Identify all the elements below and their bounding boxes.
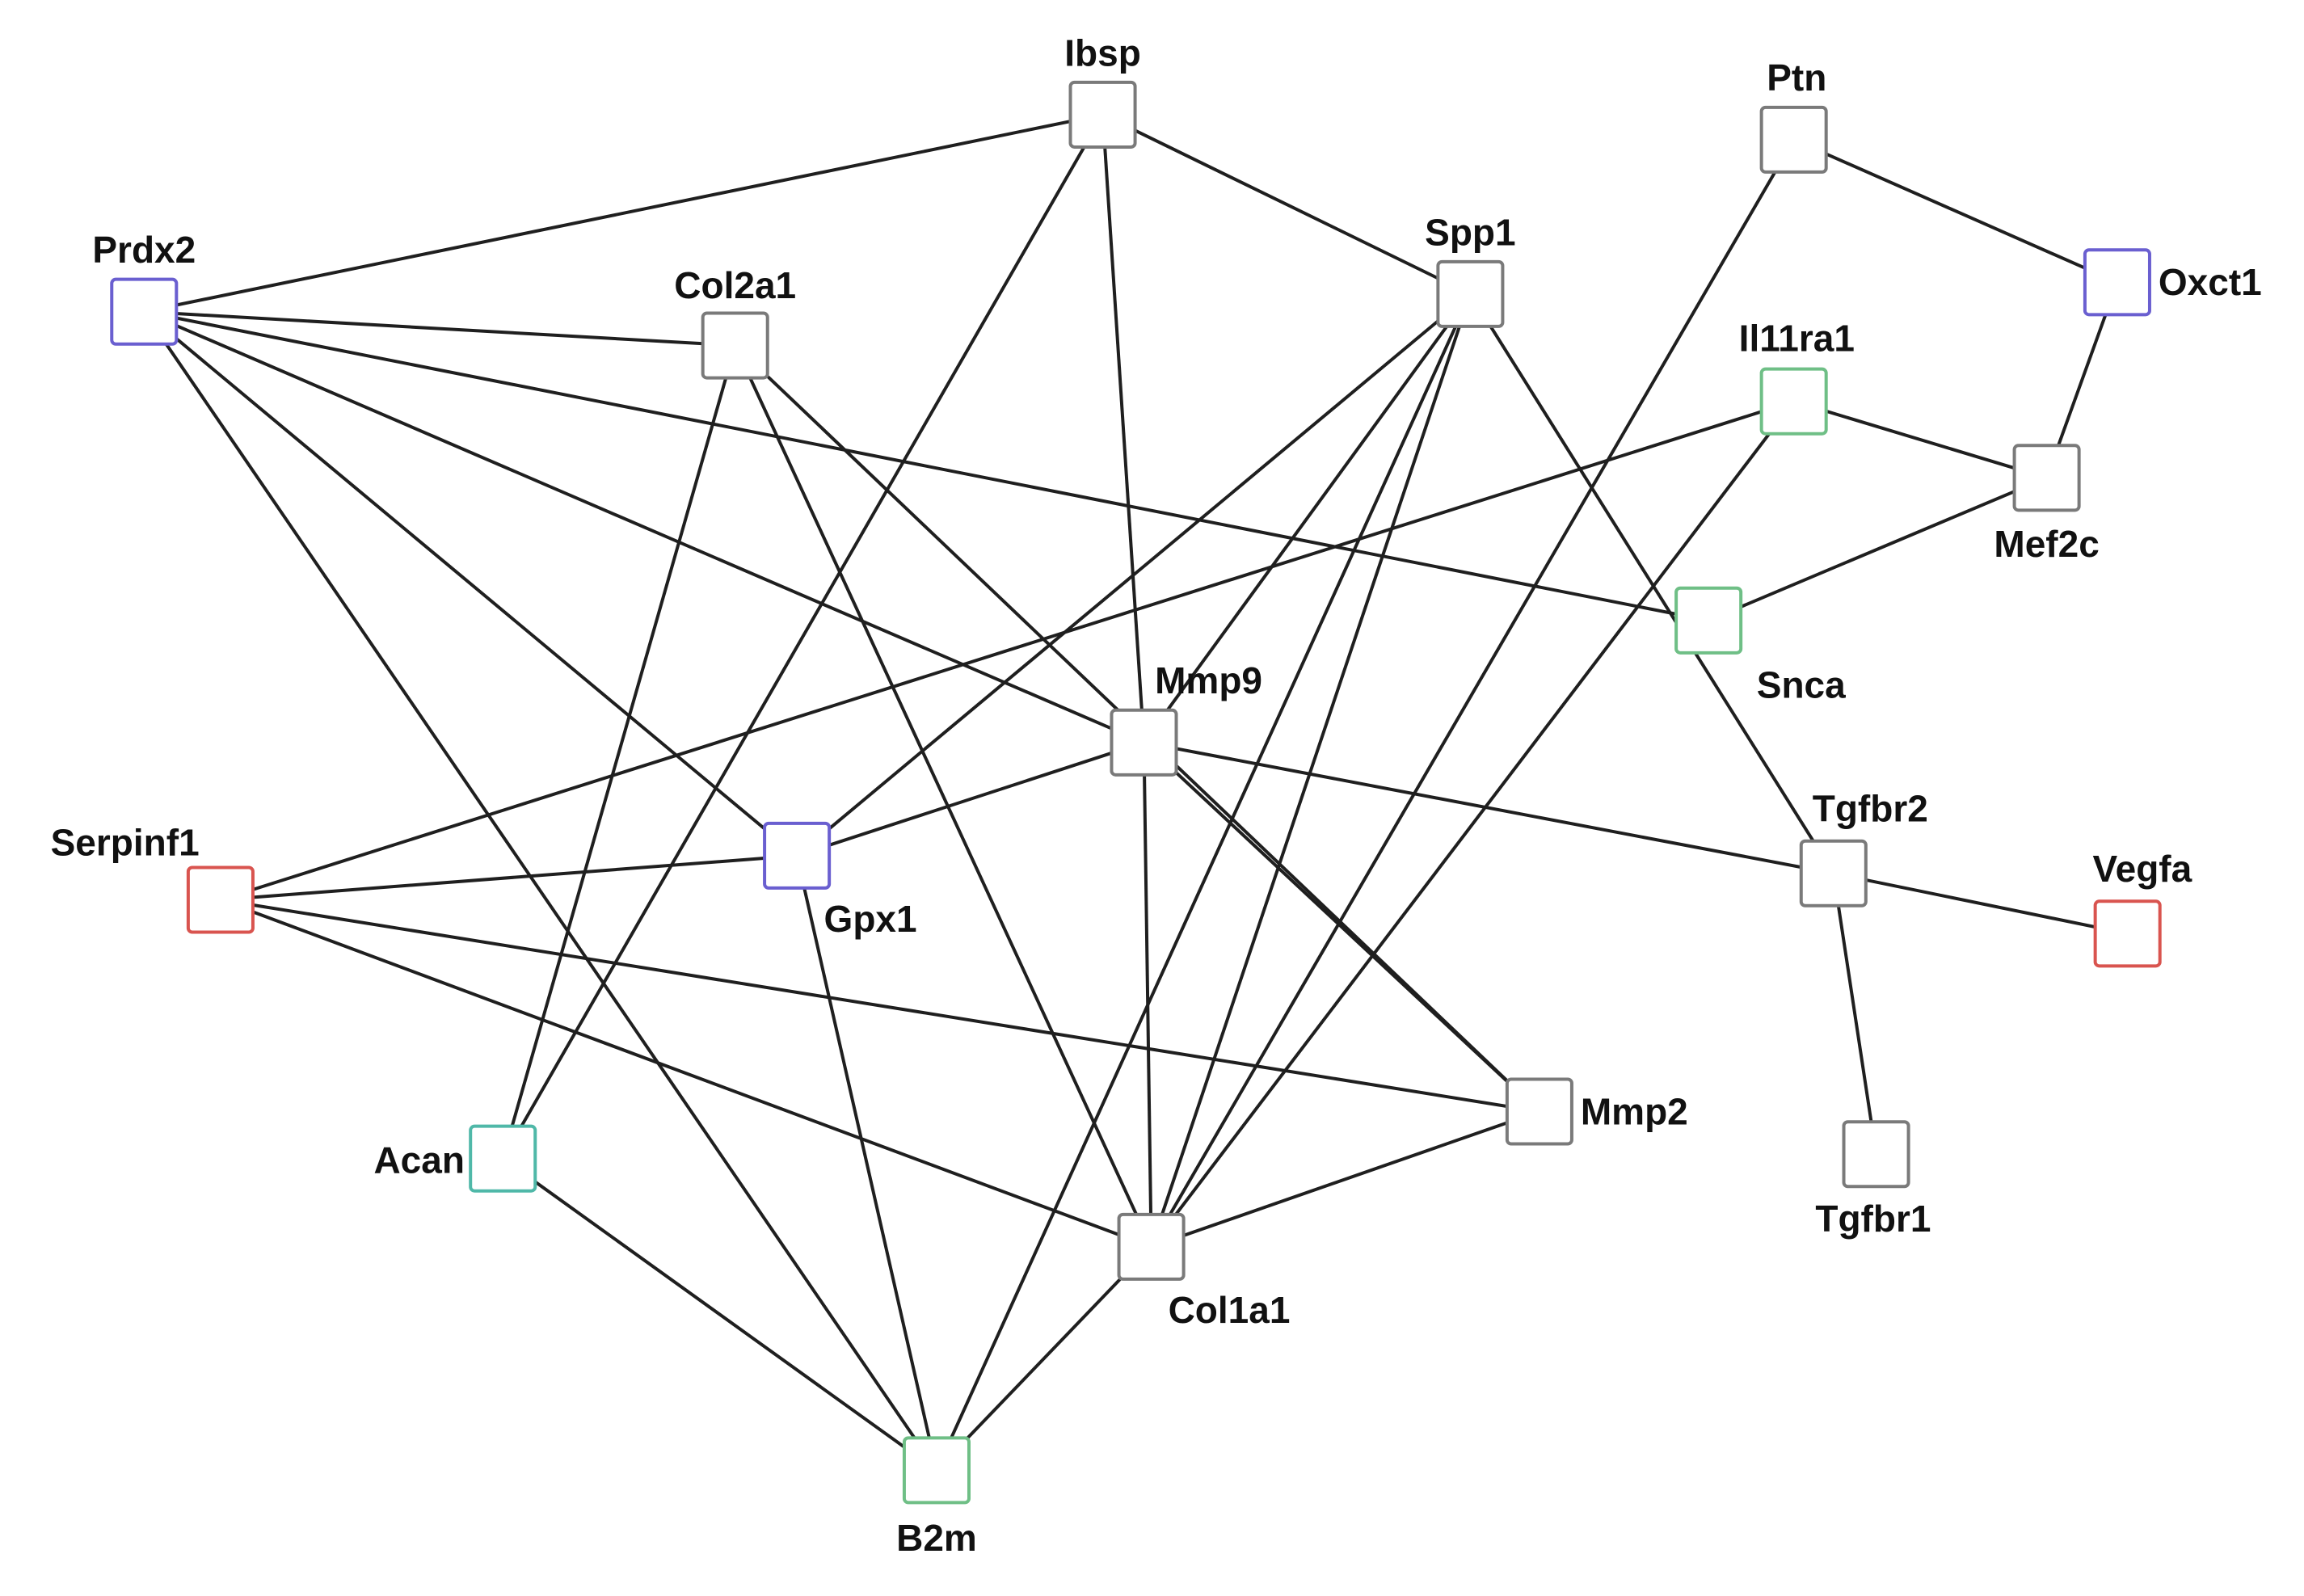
edge-ibsp-acan: [501, 113, 1105, 1160]
node-gpx1[interactable]: Gpx1: [763, 821, 917, 940]
node-box-oxct1[interactable]: [2083, 248, 2151, 317]
node-oxct1[interactable]: Oxct1: [2083, 248, 2262, 317]
node-box-col1a1[interactable]: [1117, 1212, 1186, 1281]
node-label-prdx2: Prdx2: [92, 229, 196, 271]
edge-acan-b2m: [502, 1157, 938, 1472]
edge-mmp9-tgfbr2: [1144, 740, 1834, 875]
node-box-mmp9[interactable]: [1110, 708, 1178, 777]
node-mmp9[interactable]: Mmp9: [1110, 659, 1262, 777]
edge-prdx2-gpx1: [143, 310, 798, 857]
node-box-ptn[interactable]: [1759, 105, 1828, 174]
edge-spp1-tgfbr2: [1468, 293, 1835, 874]
node-box-mmp2[interactable]: [1505, 1077, 1573, 1146]
node-mmp2[interactable]: Mmp2: [1505, 1077, 1688, 1146]
node-box-tgfbr1[interactable]: [1842, 1120, 1910, 1189]
node-spp1[interactable]: Spp1: [1425, 211, 1516, 328]
edge-ptn-oxct1: [1792, 138, 2118, 284]
edge-col2a1-col1a1: [733, 344, 1153, 1248]
edge-mef2c-snca: [1708, 476, 2048, 622]
node-tgfbr1[interactable]: Tgfbr1: [1815, 1120, 1931, 1240]
node-label-gpx1: Gpx1: [824, 898, 917, 940]
node-box-vegfa[interactable]: [2093, 899, 2162, 968]
node-tgfbr2[interactable]: Tgfbr2: [1799, 787, 1928, 907]
node-col1a1[interactable]: Col1a1: [1117, 1212, 1291, 1331]
node-box-col2a1[interactable]: [701, 311, 769, 380]
node-box-mef2c[interactable]: [2012, 444, 2081, 512]
node-box-gpx1[interactable]: [763, 821, 832, 890]
edge-mmp9-col1a1: [1142, 742, 1153, 1247]
edge-gpx1-b2m: [795, 855, 938, 1471]
edge-spp1-b2m: [935, 293, 1472, 1472]
edge-spp1-col1a1: [1149, 293, 1472, 1248]
node-label-ibsp: Ibsp: [1064, 32, 1141, 74]
node-b2m[interactable]: B2m: [896, 1436, 977, 1559]
node-label-mmp2: Mmp2: [1581, 1090, 1688, 1132]
node-il11ra1[interactable]: Il11ra1: [1739, 317, 1855, 436]
node-label-acan: Acan: [373, 1139, 464, 1181]
edge-mmp9-mmp2: [1143, 741, 1541, 1113]
edge-serpinf1-gpx1: [220, 853, 798, 902]
node-label-ptn: Ptn: [1767, 57, 1826, 99]
node-label-snca: Snca: [1757, 664, 1846, 706]
node-label-mef2c: Mef2c: [1994, 523, 2099, 565]
edge-layer: [142, 112, 2129, 1472]
node-prdx2[interactable]: Prdx2: [92, 229, 196, 346]
node-acan[interactable]: Acan: [373, 1124, 537, 1193]
node-label-col1a1: Col1a1: [1169, 1289, 1291, 1331]
node-label-spp1: Spp1: [1425, 211, 1515, 253]
node-box-spp1[interactable]: [1436, 259, 1505, 328]
edge-ibsp-spp1: [1101, 113, 1472, 296]
node-box-prdx2[interactable]: [110, 277, 179, 346]
edge-prdx2-mmp9: [143, 310, 1145, 744]
node-label-tgfbr2: Tgfbr2: [1813, 787, 1928, 829]
edge-ibsp-mmp9: [1101, 114, 1146, 743]
node-box-acan[interactable]: [469, 1124, 537, 1193]
edge-mmp2-col1a1: [1150, 1110, 1540, 1249]
edge-col1a1-b2m: [935, 1245, 1153, 1472]
node-label-mmp9: Mmp9: [1155, 659, 1262, 701]
edge-il11ra1-mef2c: [1793, 399, 2048, 480]
node-label-vegfa: Vegfa: [2092, 848, 2192, 890]
node-vegfa[interactable]: Vegfa: [2092, 848, 2192, 968]
edge-prdx2-ibsp: [143, 112, 1103, 314]
node-col2a1[interactable]: Col2a1: [674, 264, 796, 380]
node-box-il11ra1[interactable]: [1759, 367, 1828, 436]
node-serpinf1[interactable]: Serpinf1: [51, 821, 255, 934]
node-label-tgfbr1: Tgfbr1: [1815, 1198, 1931, 1240]
edge-spp1-mmp9: [1142, 293, 1472, 743]
edge-prdx2-snca: [143, 310, 1709, 622]
node-box-ibsp[interactable]: [1068, 80, 1137, 149]
edge-col2a1-acan: [501, 345, 737, 1160]
node-label-col2a1: Col2a1: [674, 264, 796, 306]
node-ptn[interactable]: Ptn: [1759, 57, 1828, 174]
node-label-b2m: B2m: [896, 1517, 977, 1559]
edge-serpinf1-col1a1: [220, 898, 1152, 1249]
node-box-serpinf1[interactable]: [186, 865, 255, 934]
edge-spp1-gpx1: [795, 293, 1472, 857]
edge-mmp9-gpx1: [796, 740, 1145, 857]
node-ibsp[interactable]: Ibsp: [1064, 32, 1141, 149]
edge-serpinf1-mmp2: [220, 898, 1540, 1114]
node-box-b2m[interactable]: [902, 1436, 971, 1505]
node-mef2c[interactable]: Mef2c: [1994, 444, 2100, 565]
node-box-snca[interactable]: [1674, 586, 1743, 655]
edge-prdx2-b2m: [142, 310, 938, 1472]
edge-il11ra1-serpinf1: [220, 399, 1795, 902]
edge-prdx2-col2a1: [144, 310, 735, 347]
edge-tgfbr2-tgfbr1: [1831, 873, 1878, 1155]
node-snca[interactable]: Snca: [1674, 586, 1846, 706]
edge-tgfbr2-vegfa: [1833, 871, 2129, 936]
node-label-il11ra1: Il11ra1: [1739, 317, 1855, 359]
edge-ptn-col1a1: [1149, 138, 1796, 1248]
node-label-serpinf1: Serpinf1: [51, 821, 200, 863]
node-box-tgfbr2[interactable]: [1799, 839, 1868, 907]
node-label-oxct1: Oxct1: [2159, 261, 2262, 303]
edge-il11ra1-col1a1: [1149, 400, 1796, 1249]
